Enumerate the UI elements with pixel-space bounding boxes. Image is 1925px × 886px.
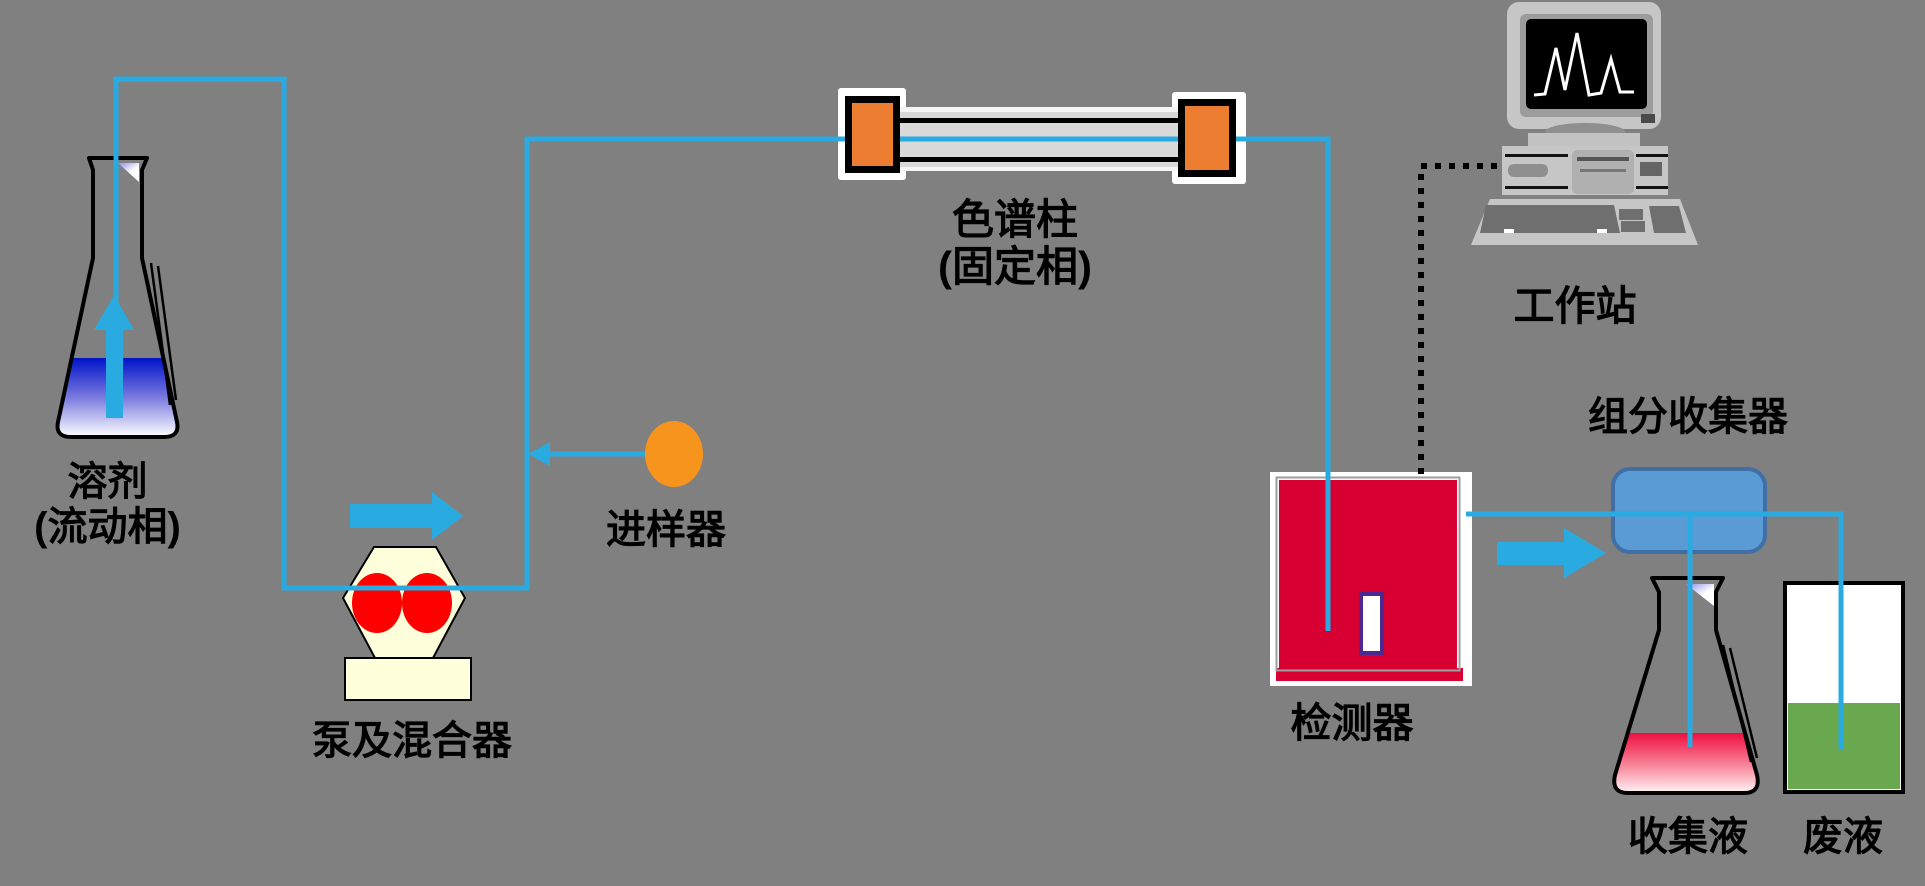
flow-arrow-detector (1497, 528, 1606, 578)
solvent-label-line1: 溶剂 (67, 460, 148, 504)
detector-label: 检测器 (1290, 700, 1414, 746)
chromatogram-trace (1533, 32, 1634, 97)
waste-label: 废液 (1803, 815, 1883, 859)
workstation-computer (1471, 2, 1698, 245)
workstation-label: 工作站 (1513, 283, 1637, 329)
column-tube-line-top (900, 118, 1180, 123)
detector (1270, 472, 1472, 686)
keyboard-keys-small (1621, 221, 1645, 232)
flow-arrow-pump (350, 492, 463, 540)
waste-container (1783, 581, 1905, 794)
keyboard-keys-main (1480, 205, 1620, 233)
case-button-pill (1508, 164, 1548, 177)
collection-flask (1612, 576, 1760, 795)
data-cable-dotted (1418, 163, 1500, 474)
pump-base (344, 657, 472, 701)
injector-body (645, 421, 703, 487)
monitor-screen (1526, 19, 1647, 109)
keyboard-notch (1504, 229, 1514, 233)
column-caps (845, 96, 1236, 177)
flask-mouth-highlight (1686, 584, 1714, 606)
solvent-uptake-arrow (94, 295, 134, 418)
solvent-label-line2: (流动相) (34, 504, 181, 549)
collection-flask-outline (1612, 576, 1760, 795)
floppy-slot (1580, 169, 1626, 172)
column-tube-line-bottom (900, 157, 1180, 162)
pump-rotor-left (352, 573, 402, 633)
column-label-line2: (固定相) (938, 243, 1092, 291)
keyboard-keys-right (1649, 206, 1686, 233)
case-vent-line (1636, 154, 1668, 157)
floppy-slot (1577, 157, 1629, 161)
collection-liquid (1614, 733, 1758, 793)
case-switch (1640, 162, 1662, 176)
keyboard-notch (1597, 229, 1607, 233)
pump-and-mixer (341, 546, 472, 701)
case-vent-line (1505, 186, 1568, 189)
fraction-collector-label: 组分收集器 (1588, 395, 1788, 439)
solvent-label: 溶剂 (流动相) (0, 460, 215, 550)
case-vent-line (1505, 154, 1568, 157)
collection-flask-label: 收集液 (1628, 815, 1748, 859)
detector-inner-frame (1275, 476, 1461, 672)
detector-outlet-tube (1466, 511, 1844, 750)
column-cap-left (852, 103, 893, 166)
column-cap-right (1185, 106, 1229, 170)
keyboard-keys-small (1619, 209, 1643, 220)
injector-label: 进样器 (606, 508, 726, 552)
injector-arrowhead (528, 442, 550, 466)
monitor-power-chip (1641, 114, 1655, 123)
pump-label: 泵及混合器 (312, 719, 512, 763)
monitor-stand (1528, 133, 1640, 146)
waste-liquid (1788, 703, 1900, 789)
column-label-line1: 色谱柱 (951, 196, 1078, 243)
flask-mouth-highlight (118, 163, 139, 182)
detector-cuvette (1359, 592, 1384, 655)
flask-highlight-line (156, 265, 178, 401)
column-label: 色谱柱 (固定相) (890, 196, 1140, 290)
solvent-flask-outline (55, 156, 180, 439)
flask-highlight-line (1728, 647, 1759, 759)
pump-rotor-right (402, 573, 452, 633)
case-vent-line (1636, 186, 1668, 189)
